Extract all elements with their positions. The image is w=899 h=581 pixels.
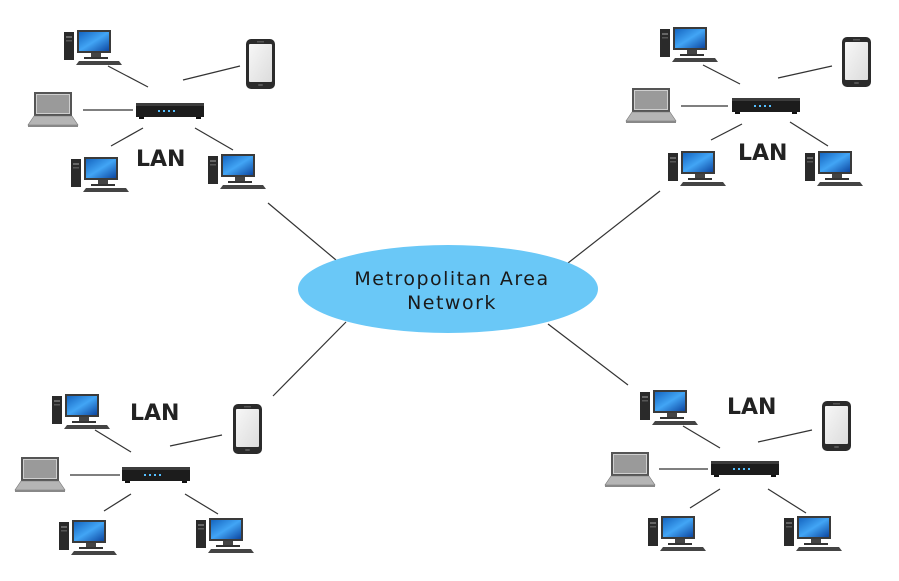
desktop-pc-icon (640, 390, 698, 425)
desktop-pc-icon (52, 394, 110, 429)
smartphone-icon (822, 401, 851, 451)
desktop-pc-icon (64, 30, 122, 65)
smartphone-icon (246, 39, 275, 89)
smartphone-icon (842, 37, 871, 87)
desktop-pc-icon (805, 151, 863, 186)
lan-cluster-bottom-right: LAN (604, 390, 851, 551)
desktop-pc-icon (59, 520, 117, 555)
desktop-pc-icon (196, 518, 254, 553)
router-icon (711, 461, 779, 477)
laptop-icon (14, 456, 66, 493)
lan-label: LAN (738, 141, 787, 166)
desktop-pc-icon (71, 157, 129, 192)
laptop-icon (625, 87, 677, 124)
lan-label: LAN (727, 395, 776, 420)
man-cloud (298, 245, 598, 333)
router-icon (122, 467, 190, 483)
smartphone-icon (233, 404, 262, 454)
man-title-line2: Network (407, 292, 497, 314)
desktop-pc-icon (648, 516, 706, 551)
router-icon (732, 98, 800, 114)
lan-cluster-top-right: LAN (625, 27, 871, 186)
laptop-icon (604, 451, 656, 488)
desktop-pc-icon (668, 151, 726, 186)
connection-lines (70, 64, 833, 515)
man-title-line1: Metropolitan Area (354, 268, 549, 290)
lan-label: LAN (130, 401, 179, 426)
router-icon (136, 103, 204, 119)
laptop-icon (27, 91, 79, 128)
desktop-pc-icon (784, 516, 842, 551)
lan-label: LAN (136, 147, 185, 172)
desktop-pc-icon (208, 154, 266, 189)
lan-cluster-bottom-left: LAN (14, 394, 262, 555)
lan-cluster-top-left: LAN (27, 30, 275, 192)
desktop-pc-icon (660, 27, 718, 62)
